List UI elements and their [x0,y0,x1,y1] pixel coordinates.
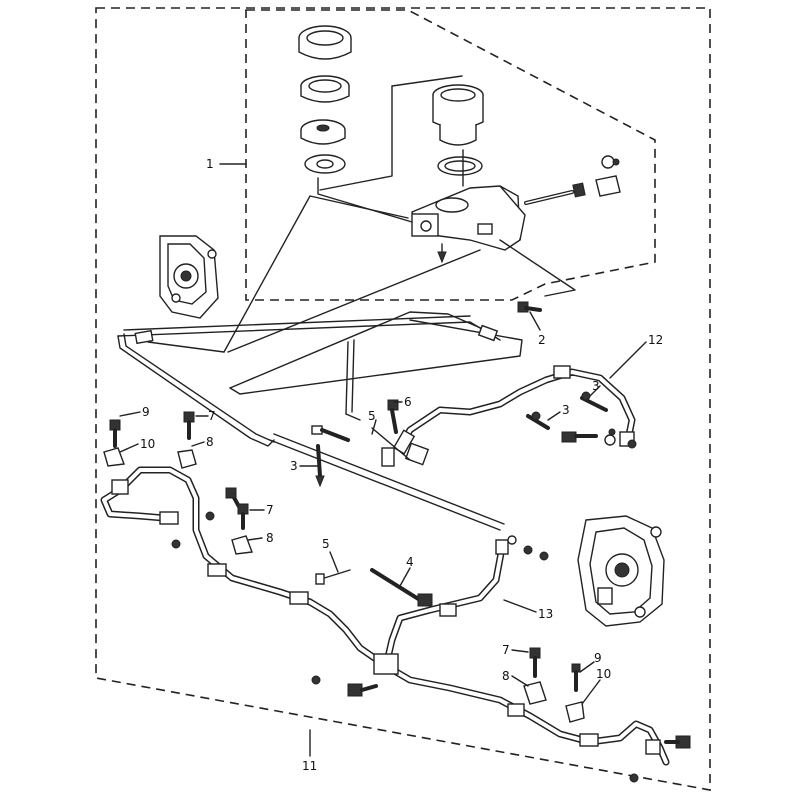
crossover-pipe [269,433,505,531]
callout-6: 6 [404,395,412,409]
lower-hardware [311,568,691,783]
assembly-11-boundary [95,7,711,791]
callout-13: 13 [538,607,553,621]
callout-9: 9 [594,651,602,665]
upper-hardware [311,301,616,488]
brake-hose-12 [392,365,637,455]
callout-10: 10 [140,437,155,451]
callout-8: 8 [266,531,274,545]
callout-3: 3 [290,459,298,473]
callout-11: 11 [302,759,317,773]
callout-8: 8 [502,669,510,683]
diaphragm [300,75,350,103]
callout-8: 8 [206,435,214,449]
callout-5: 5 [322,537,330,551]
reservoir-cap [298,25,352,60]
callout-7: 7 [208,409,216,423]
master-cylinder-body [411,185,526,251]
callout-7: 7 [266,503,274,517]
callout-3: 3 [592,379,600,393]
push-rod [524,155,621,205]
float-washer [304,154,346,174]
master-cylinder-parts [298,25,621,264]
callout-12: 12 [648,333,663,347]
lower-brake-hose-left [100,466,390,670]
callout-5: 5 [368,409,376,423]
lower-brake-hose-right [373,535,670,766]
front-brake-caliper-left [159,235,219,319]
front-brake-caliper-right [577,515,665,627]
callout-10: 10 [596,667,611,681]
callout-2: 2 [538,333,546,347]
callout-3: 3 [562,403,570,417]
diaphragm-plate [300,119,346,145]
upper-brake-pipe [117,195,576,447]
left-mounting-hardware [103,411,253,555]
callouts: 1 2 3 3 3 4 5 5 6 7 7 7 8 [119,157,663,773]
callout-4: 4 [406,555,414,569]
reservoir [432,84,484,146]
callout-7: 7 [502,643,510,657]
master-cylinder-assembly-1-boundary [245,9,656,301]
callout-9: 9 [142,405,150,419]
reservoir-clamp [437,156,483,176]
callout-1: 1 [206,157,214,171]
bleed-screw [437,243,447,264]
